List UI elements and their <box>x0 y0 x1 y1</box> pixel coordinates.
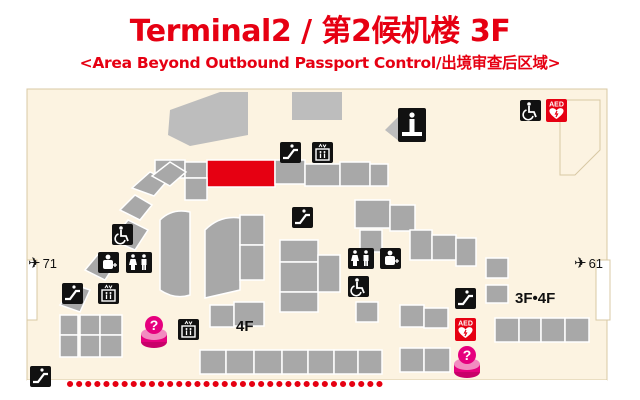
wheelchair-icon[interactable] <box>112 224 133 245</box>
question-desk-icon[interactable]: ? <box>452 346 482 380</box>
aed-icon[interactable]: AED <box>455 318 476 341</box>
wheelchair-icon[interactable] <box>520 100 541 121</box>
central-pods <box>159 210 341 328</box>
escalator-icon[interactable] <box>280 142 301 163</box>
aed-icon[interactable]: AED <box>546 99 567 122</box>
baby-care-icon[interactable] <box>380 248 401 269</box>
aed-label: AED <box>549 102 564 109</box>
wheelchair-icon[interactable] <box>348 276 369 297</box>
floor-plan <box>0 80 640 400</box>
elevator-icon[interactable] <box>98 283 119 304</box>
highlight-shop <box>206 159 276 188</box>
information-icon[interactable] <box>398 108 426 142</box>
aed-label: AED <box>458 321 473 328</box>
elevator-icon[interactable] <box>312 142 333 163</box>
gate-71: ✈ 71 <box>28 254 57 272</box>
escalator-icon[interactable] <box>455 288 476 309</box>
page-subtitle: <Area Beyond Outbound Passport Control/出… <box>79 54 561 72</box>
escalator-icon[interactable] <box>62 283 83 304</box>
baby-care-icon[interactable] <box>98 252 119 273</box>
left-gate-bridge <box>26 259 38 321</box>
airplane-icon: ✈ <box>28 255 41 272</box>
restroom-icon[interactable] <box>348 248 374 269</box>
escalator-icon[interactable] <box>292 207 313 228</box>
floor-label-4f: 4F <box>236 318 254 335</box>
question-desk-icon[interactable]: ? <box>139 316 169 350</box>
airplane-icon: ✈ <box>574 255 587 272</box>
restroom-icon[interactable] <box>126 252 152 273</box>
svg-text:?: ? <box>150 317 159 333</box>
upper-block <box>292 92 342 120</box>
escalator-icon[interactable] <box>30 366 51 387</box>
shop-blocks-bottom <box>199 347 451 375</box>
right-gate-bridge <box>595 259 611 321</box>
page-title: Terminal2 / 第2候机楼 3F <box>129 14 511 49</box>
right-wing <box>354 199 590 343</box>
svg-text:?: ? <box>463 347 472 363</box>
floor-label-3f-4f: 3F•4F <box>515 290 556 307</box>
gate-71-label: 71 <box>42 255 58 271</box>
floor-map: ✈ 71 ✈ 61 4F 3F•4F <box>0 80 640 400</box>
elevator-icon[interactable] <box>178 319 199 340</box>
concourse-wall <box>168 92 248 146</box>
shop-blocks-top <box>154 159 389 201</box>
gate-61: ✈ 61 <box>574 254 603 272</box>
gate-61-label: 61 <box>588 255 604 271</box>
right-edge <box>559 99 601 176</box>
